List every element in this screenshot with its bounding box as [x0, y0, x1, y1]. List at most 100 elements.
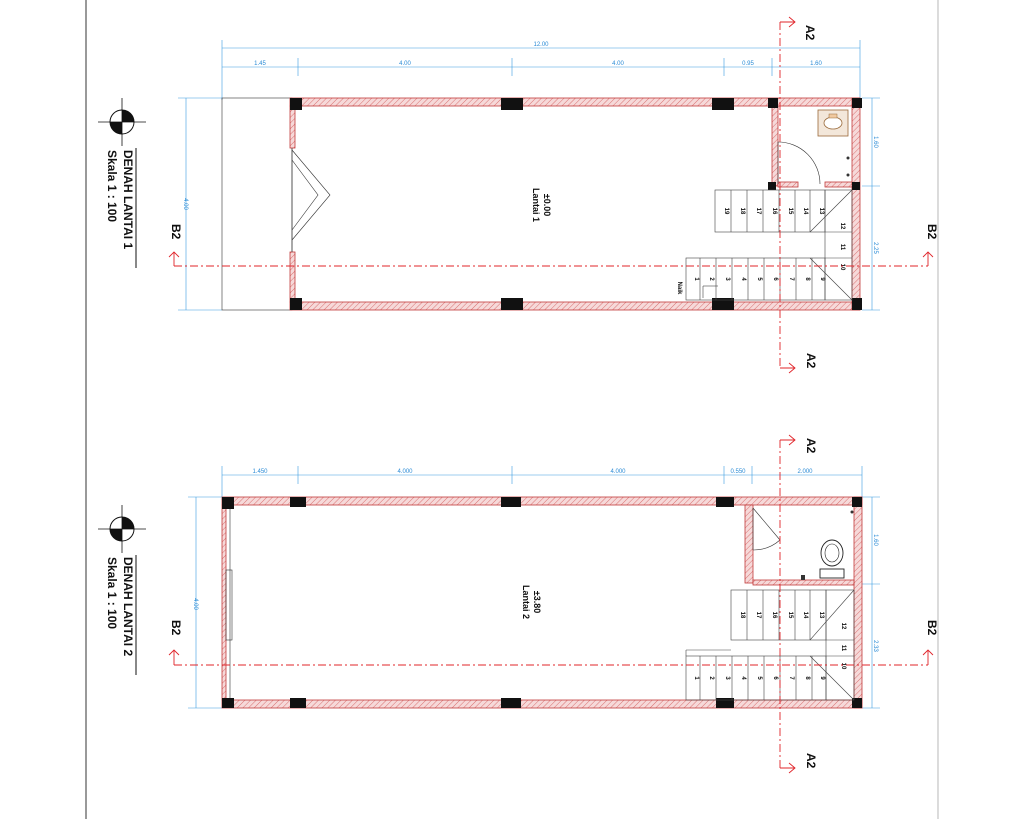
plan-scale: Skala 1 : 100	[105, 557, 119, 629]
step-number: 14	[802, 208, 808, 215]
step-number: 9	[819, 277, 825, 281]
step-number: 1	[693, 676, 699, 680]
step-number: 6	[772, 277, 778, 281]
section-cut-a2: A2 A2	[779, 434, 818, 774]
segment-dim-2: 4.00	[399, 61, 411, 67]
height-dimension-label: 4.00	[192, 598, 198, 610]
step-number: 11	[840, 645, 846, 652]
step-number: 8	[804, 277, 810, 281]
segment-dimensions: 1.450 4.000 4.000 0.550 2.000	[221, 466, 863, 500]
columns	[290, 98, 862, 310]
step-number: 18	[739, 612, 745, 619]
segment-dim-1: 1.45	[254, 61, 266, 67]
plan-title: DENAH LANTAI 1	[121, 150, 135, 249]
step-number: 8	[804, 676, 810, 680]
plan-lantai-1: 12.00 1.45 4.00 4.00 0.95 1.60 4.00	[98, 16, 939, 374]
section-cut-a2: A2 A2	[779, 16, 818, 374]
toilet-icon	[801, 510, 854, 580]
segment-dim-4: 0.550	[730, 469, 746, 475]
step-number: 4	[740, 676, 746, 680]
step-number: 7	[788, 277, 794, 281]
right-dimensions: 1.60 2.25	[862, 97, 880, 311]
right-dim-1: 1.60	[872, 136, 878, 148]
front-folding-door	[291, 148, 331, 252]
step-number: 3	[724, 676, 730, 680]
height-dimension-label: 4.00	[182, 198, 188, 210]
right-dim-1: 1.60	[872, 534, 878, 546]
height-dimension: 4.00	[178, 97, 222, 311]
section-marker-top: A2	[803, 25, 817, 41]
stair-direction-note: Naik	[676, 282, 682, 295]
plan-scale: Skala 1 : 100	[105, 150, 119, 222]
staircase	[685, 189, 853, 301]
step-number: 4	[740, 277, 746, 281]
right-dimensions: 1.60 2.33	[862, 496, 880, 709]
step-number: 5	[756, 277, 762, 281]
segment-dim-3: 4.000	[610, 469, 626, 475]
north-arrow-icon	[98, 98, 146, 146]
section-marker-bottom: A2	[804, 353, 818, 369]
step-number: 10	[840, 663, 846, 670]
step-number: 2	[708, 676, 714, 680]
plan-lantai-2: 1.450 4.000 4.000 0.550 2.000 4.00 1.60 …	[98, 434, 939, 774]
segment-dim-4: 0.95	[742, 61, 754, 67]
segment-dim-1: 1.450	[252, 469, 268, 475]
elevation-label: ±3.80	[532, 591, 542, 613]
step-number: 12	[839, 223, 845, 230]
step-number: 14	[802, 612, 808, 619]
step-number: 9	[819, 676, 825, 680]
step-number: 19	[723, 208, 729, 215]
north-arrow-icon	[98, 505, 146, 553]
section-marker-right: B2	[925, 224, 939, 240]
segment-dim-5: 1.60	[810, 61, 822, 67]
height-dimension: 4.00	[188, 496, 222, 709]
step-number: 17	[755, 208, 761, 215]
step-number: 15	[787, 612, 793, 619]
step-numbers: 19 18 17 16 15 14 13 12 11 10 1 2 3 4 5 …	[676, 208, 845, 295]
step-number: 13	[818, 612, 824, 619]
step-number: 3	[724, 277, 730, 281]
step-number: 13	[818, 208, 824, 215]
section-marker-bottom: A2	[804, 753, 818, 769]
step-numbers: 18 17 16 15 14 13 12 11 10 1 2 3 4 5 6 7…	[693, 612, 846, 681]
overall-dimension: 12.00	[221, 40, 861, 100]
room-label: Lantai 1	[531, 188, 541, 222]
step-number: 6	[772, 676, 778, 680]
step-number: 10	[839, 264, 845, 271]
step-number: 16	[771, 612, 777, 619]
step-number: 7	[788, 676, 794, 680]
step-number: 2	[708, 277, 714, 281]
section-cut-b2: B2 B2	[168, 620, 939, 666]
section-marker-left: B2	[169, 224, 183, 240]
bathroom-door	[752, 507, 781, 551]
staircase	[685, 589, 855, 701]
section-cut-b2: B2 B2	[168, 224, 939, 267]
step-number: 17	[755, 612, 761, 619]
segment-dim-3: 4.00	[612, 61, 624, 67]
plan-title: DENAH LANTAI 2	[121, 557, 135, 656]
overall-dimension-label: 12.00	[533, 42, 549, 48]
right-dim-2: 2.25	[872, 242, 878, 254]
step-number: 5	[756, 676, 762, 680]
step-number: 16	[771, 208, 777, 215]
step-number: 1	[693, 277, 699, 281]
front-terrace	[221, 97, 293, 311]
section-marker-top: A2	[804, 438, 818, 454]
segment-dim-5: 2.000	[797, 469, 813, 475]
section-marker-right: B2	[925, 620, 939, 636]
bathroom-door	[777, 141, 821, 185]
squat-toilet-icon	[817, 109, 850, 177]
right-dim-2: 2.33	[872, 640, 878, 652]
front-window	[225, 505, 233, 700]
step-number: 12	[840, 623, 846, 630]
segment-dim-2: 4.000	[397, 469, 413, 475]
step-number: 15	[787, 208, 793, 215]
segment-dimensions: 1.45 4.00 4.00 0.95 1.60	[222, 58, 860, 76]
step-number: 18	[739, 208, 745, 215]
columns	[222, 497, 862, 708]
section-marker-left: B2	[169, 620, 183, 636]
elevation-label: ±0.00	[542, 194, 552, 216]
room-label: Lantai 2	[521, 585, 531, 619]
step-number: 11	[839, 244, 845, 251]
